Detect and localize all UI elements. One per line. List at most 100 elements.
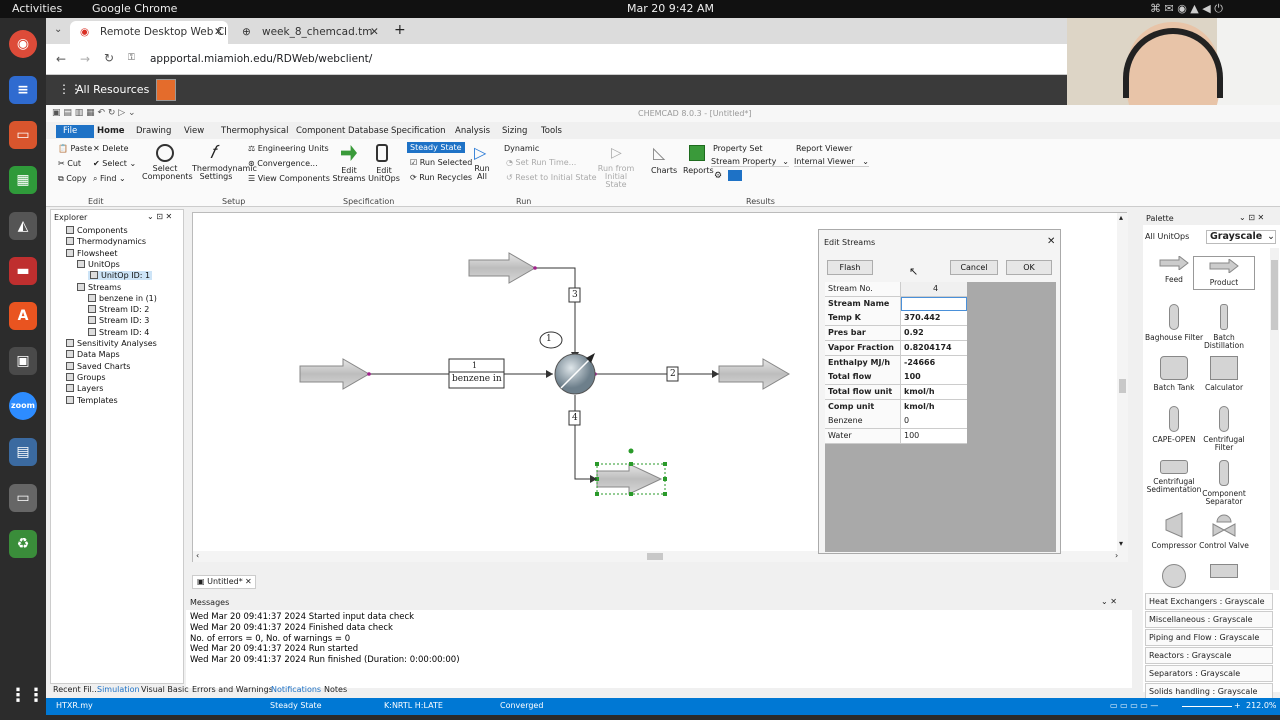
chrome-icon[interactable]: ◉ xyxy=(9,30,37,58)
tab-week8[interactable]: ⊕ week_8_chemcad.tm ✕ xyxy=(232,21,382,44)
remote-app-icon[interactable]: ▤ xyxy=(9,438,37,466)
trash-icon[interactable]: ♻ xyxy=(9,530,37,558)
find-button[interactable]: ⌕ Find ⌄ xyxy=(93,174,126,183)
explorer-item[interactable]: Stream ID: 4 xyxy=(88,327,149,337)
palette-batch-tank[interactable]: Batch Tank xyxy=(1143,356,1205,392)
palette-category[interactable]: Heat Exchangers : Grayscale xyxy=(1145,593,1273,610)
delete-button[interactable]: ✕ Delete xyxy=(93,144,129,153)
all-resources-title[interactable]: All Resources xyxy=(76,83,150,96)
close-tab-icon[interactable]: ✕ xyxy=(370,26,379,38)
explorer-item[interactable]: Layers xyxy=(66,384,103,393)
matlab-icon[interactable]: ◭ xyxy=(9,212,37,240)
tab-specification[interactable]: Specification xyxy=(391,126,446,136)
palette-next-unit-2[interactable] xyxy=(1193,564,1255,582)
impress-icon[interactable]: ▭ xyxy=(9,121,37,149)
site-info-icon[interactable]: ⚿ xyxy=(128,53,135,63)
stream-row-value[interactable]: 0.8204174 xyxy=(901,340,967,355)
palette-feed[interactable]: Feed xyxy=(1143,256,1205,284)
system-tray-icons[interactable]: ⌘ ✉ ◉ ▲ ◀ ⏻ xyxy=(1150,2,1223,15)
explorer-item[interactable]: Components xyxy=(66,226,128,235)
explorer-item[interactable]: Stream ID: 2 xyxy=(88,305,149,314)
document-tab[interactable]: ▣ Untitled* ✕ xyxy=(192,575,256,589)
product-arrow-bottom[interactable] xyxy=(595,448,667,497)
product-arrow-right[interactable] xyxy=(718,358,791,390)
palette-calculator[interactable]: Calculator xyxy=(1193,356,1255,392)
writer-icon[interactable]: ≡ xyxy=(9,76,37,104)
property-set-select[interactable]: Stream Property ⌄ xyxy=(711,157,789,167)
palette-category[interactable]: Piping and Flow : Grayscale xyxy=(1145,629,1273,646)
palette-compressor[interactable]: Compressor xyxy=(1143,512,1205,550)
close-tab-icon[interactable]: ✕ xyxy=(214,26,223,38)
feed-arrow-left[interactable] xyxy=(299,358,371,390)
tab-thermophysical[interactable]: Thermophysical xyxy=(221,126,289,136)
select-components-button[interactable]: Select Components xyxy=(142,164,193,181)
stream-row-value[interactable]: -24666 xyxy=(901,355,967,370)
palette-cape-open[interactable]: CAPE-OPEN xyxy=(1143,406,1205,444)
tab-errors-warnings[interactable]: Errors and Warnings xyxy=(192,685,273,694)
palette-next-unit[interactable] xyxy=(1143,564,1205,590)
engineering-units-button[interactable]: ⚖ Engineering Units xyxy=(248,144,329,153)
copy-button[interactable]: ⧉ Copy xyxy=(58,174,87,183)
explorer-item[interactable]: Templates xyxy=(66,395,118,405)
palette-component-separator[interactable]: Component Separator xyxy=(1193,460,1255,506)
palette-centrifugal-sedimentation[interactable]: Centrifugal Sedimentation xyxy=(1143,460,1205,494)
tab-analysis[interactable]: Analysis xyxy=(455,126,491,136)
stream-row-value[interactable]: 370.442 xyxy=(901,311,967,326)
stream-row-value[interactable]: kmol/h xyxy=(901,384,967,399)
horizontal-scrollbar[interactable]: ‹ › xyxy=(193,551,1128,562)
feed-arrow-top[interactable] xyxy=(468,252,537,284)
stream-row-value[interactable]: 100 xyxy=(901,429,967,443)
tab-view[interactable]: View xyxy=(184,126,205,136)
explorer-item[interactable]: Data Maps xyxy=(66,350,120,359)
tab-remote-desktop[interactable]: ◉ Remote Desktop Web Cl ✕ xyxy=(70,21,228,44)
new-tab-icon[interactable]: + xyxy=(394,22,406,38)
calc-icon[interactable]: ▦ xyxy=(9,166,37,194)
scroll-left-icon[interactable]: ‹ xyxy=(196,551,200,560)
stream-row-value[interactable]: 100 xyxy=(901,370,967,385)
url-field[interactable]: appportal.miamioh.edu/RDWeb/webclient/ xyxy=(150,53,373,65)
tab-home[interactable]: Home xyxy=(97,126,125,136)
charts-button[interactable]: Charts xyxy=(651,166,678,175)
quick-access-icons[interactable]: ▣ ▤ ▥ ▦ ↶ ↻ ▷ ⌄ xyxy=(52,108,136,118)
tab-notifications[interactable]: Notifications xyxy=(271,685,322,694)
tab-visual-basic[interactable]: Visual Basic xyxy=(141,685,189,694)
explorer-item[interactable]: benzene in (1) xyxy=(88,293,157,303)
software-icon[interactable]: A xyxy=(9,302,37,330)
stream-row-value[interactable]: 0 xyxy=(901,414,967,429)
grid-menu-icon[interactable]: ⋮⋮ xyxy=(58,82,82,96)
explorer-item[interactable]: Stream ID: 3 xyxy=(88,316,149,325)
palette-category[interactable]: Separators : Grayscale xyxy=(1145,665,1273,682)
palette-scroll-thumb[interactable] xyxy=(1271,260,1278,330)
heat-exchanger-unit[interactable] xyxy=(554,353,596,395)
gear-icon[interactable]: ⚙ xyxy=(714,171,723,181)
report-viewer-select[interactable]: Internal Viewer ⌄ xyxy=(794,157,869,167)
explorer-item[interactable]: Thermodynamics xyxy=(66,237,146,246)
clock[interactable]: Mar 20 9:42 AM xyxy=(627,2,714,15)
steady-state-button[interactable]: Steady State xyxy=(407,142,465,153)
dialog-close-icon[interactable]: ✕ xyxy=(1047,236,1056,247)
palette-product[interactable]: Product xyxy=(1193,256,1255,290)
palette-control-valve[interactable]: Control Valve xyxy=(1193,512,1255,550)
palette-batch-distillation[interactable]: Batch Distillation xyxy=(1193,304,1255,350)
run-from-initial-button[interactable]: Run from Initial State xyxy=(597,164,635,189)
zoom-icon[interactable]: zoom xyxy=(9,392,37,420)
tab-component-database[interactable]: Component Database xyxy=(296,126,389,136)
vscroll-thumb[interactable] xyxy=(1119,379,1126,393)
drive-icon[interactable]: ▭ xyxy=(9,484,37,512)
view-components-button[interactable]: ☰ View Components xyxy=(248,174,330,183)
tab-simulation[interactable]: Simulation xyxy=(97,685,140,694)
vertical-scrollbar[interactable]: ▴ ▾ xyxy=(1117,213,1128,551)
tab-recent-files[interactable]: Recent Fil... xyxy=(53,685,100,694)
edit-streams-button[interactable]: Edit Streams xyxy=(332,166,366,183)
tab-sizing[interactable]: Sizing xyxy=(502,126,528,136)
explorer-item[interactable]: Flowsheet xyxy=(66,248,117,258)
palette-category[interactable]: Miscellaneous : Grayscale xyxy=(1145,611,1273,628)
set-run-time-button[interactable]: ◔ Set Run Time... xyxy=(506,158,577,167)
palette-scrollbar[interactable] xyxy=(1270,248,1279,590)
reload-icon[interactable]: ↻ xyxy=(104,51,115,65)
back-icon[interactable]: ← xyxy=(56,52,67,66)
run-all-button[interactable]: Run All xyxy=(474,164,490,181)
explorer-item[interactable]: Streams xyxy=(77,282,121,292)
explorer-item[interactable]: UnitOps xyxy=(77,259,120,269)
forward-icon[interactable]: → xyxy=(80,52,91,66)
